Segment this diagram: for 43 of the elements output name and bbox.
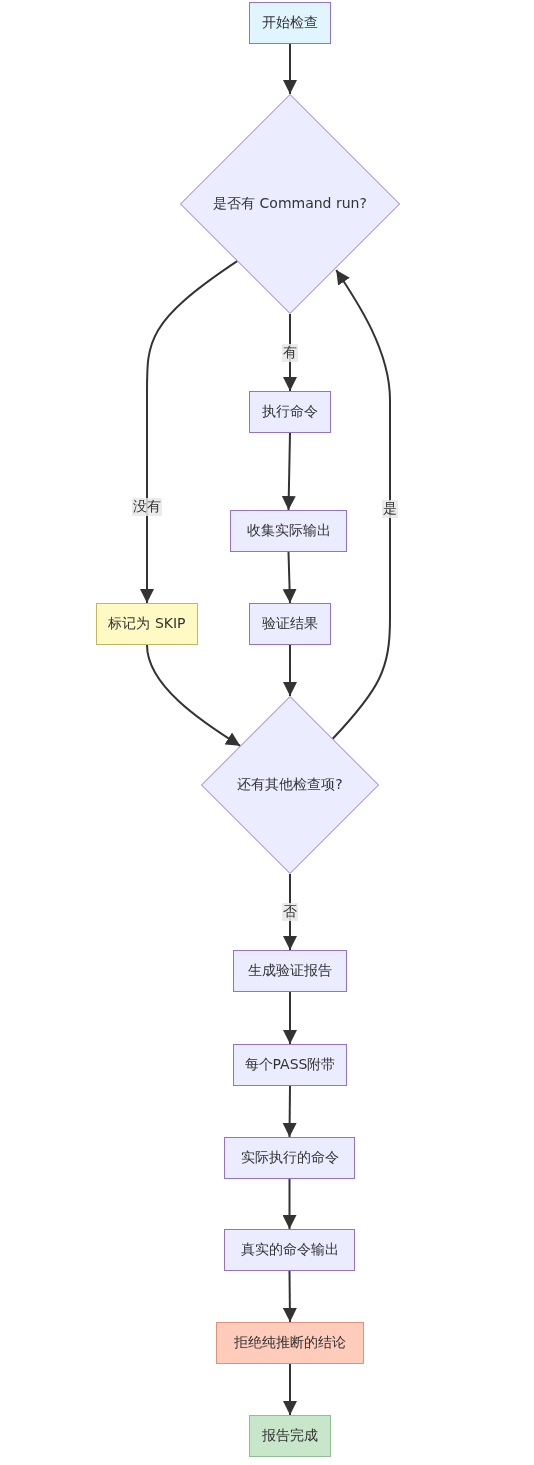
- process-box: [233, 1044, 347, 1086]
- edge-label: 是: [382, 500, 398, 519]
- node-label: 是否有 Command run?: [213, 195, 367, 213]
- process-box: [249, 1415, 331, 1457]
- arrow: [283, 1363, 297, 1416]
- process-box: [216, 1322, 364, 1364]
- decision-diamond: [180, 94, 400, 314]
- edge-label: 否: [282, 903, 298, 921]
- arrow: [283, 991, 297, 1045]
- arrow: [146, 644, 242, 747]
- process-box: [224, 1137, 355, 1179]
- node-label: 验证结果: [262, 615, 318, 633]
- arrow: [281, 432, 296, 511]
- arrow: [331, 269, 391, 740]
- edge-label: 没有: [132, 498, 162, 517]
- node-label: 还有其他检查项?: [237, 776, 343, 794]
- node-label: 真实的命令输出: [240, 1241, 339, 1259]
- edge-label: 有: [282, 343, 298, 362]
- arrow: [282, 1270, 297, 1323]
- decision-diamond: [201, 696, 379, 874]
- process-box: [96, 603, 198, 645]
- arrow: [283, 313, 297, 392]
- arrow: [140, 260, 239, 604]
- node-label: 标记为 SKIP: [108, 615, 186, 633]
- arrow: [283, 43, 297, 95]
- process-box: [249, 391, 331, 433]
- node-label: 报告完成: [262, 1427, 318, 1445]
- node-label: 每个PASS附带: [244, 1056, 336, 1074]
- arrow: [282, 1178, 297, 1230]
- node-label: 拒绝纯推断的结论: [234, 1334, 346, 1352]
- node-label: 收集实际输出: [246, 522, 331, 540]
- arrow: [283, 644, 297, 697]
- process-box: [233, 950, 347, 992]
- process-box: [230, 510, 347, 552]
- node-label: 执行命令: [262, 403, 318, 421]
- process-box: [224, 1229, 355, 1271]
- node-label: 生成验证报告: [248, 962, 332, 980]
- node-label: 实际执行的命令: [240, 1149, 339, 1167]
- process-box: [249, 603, 331, 645]
- node-label: 开始检查: [262, 14, 318, 32]
- arrow: [282, 551, 297, 604]
- arrow: [282, 1085, 297, 1138]
- process-box: [249, 2, 331, 44]
